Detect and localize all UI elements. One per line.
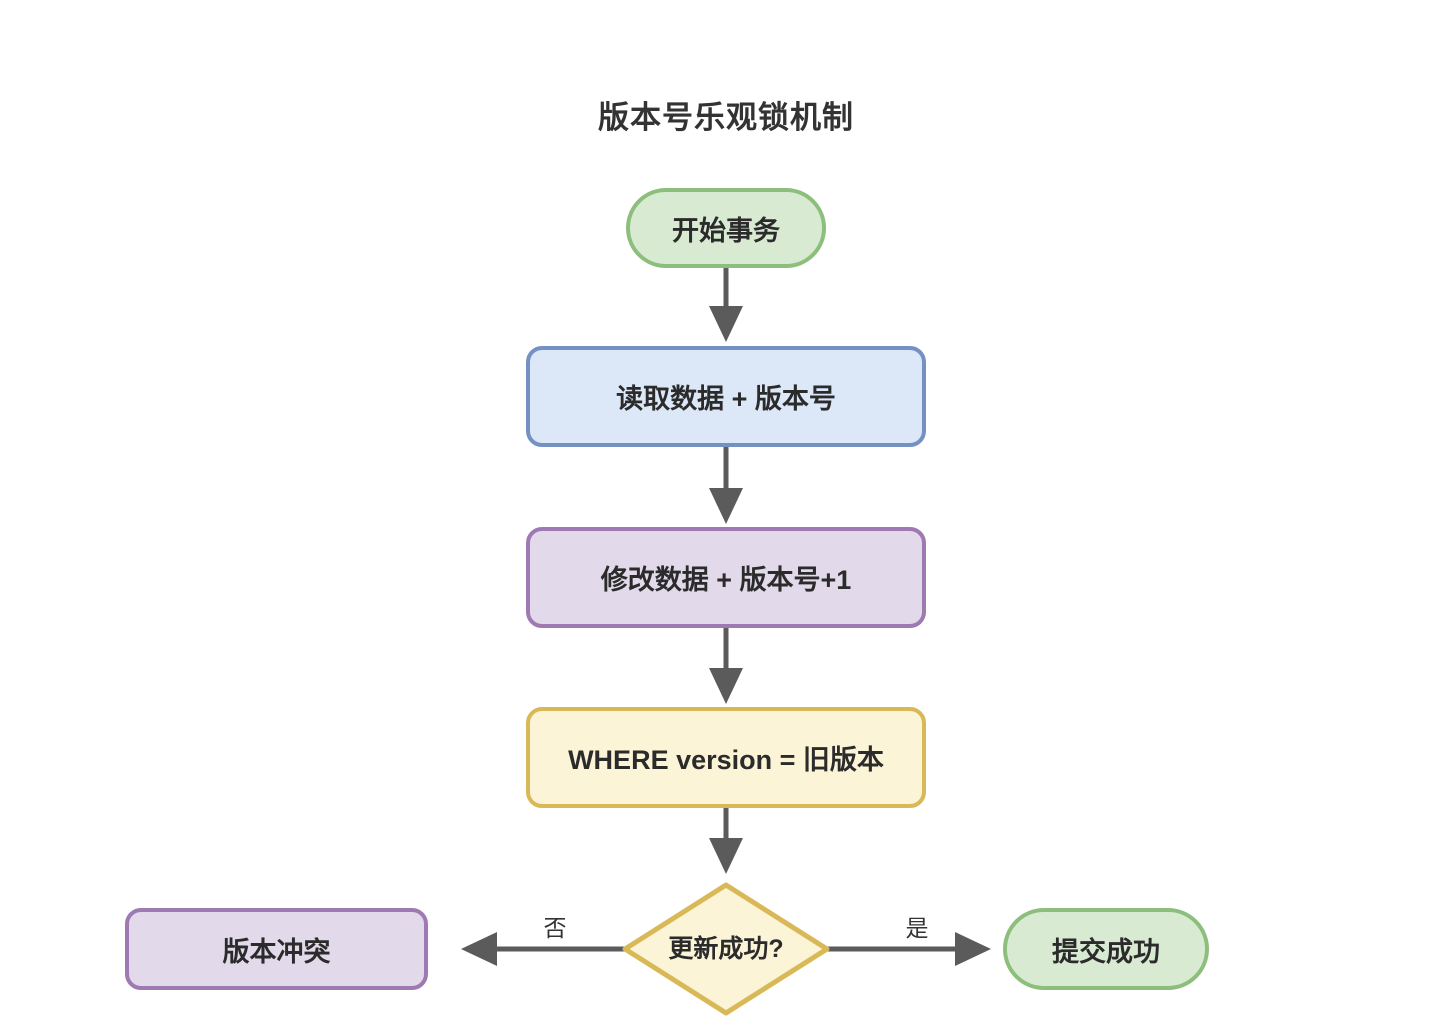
arrowhead-left-icon <box>461 932 497 966</box>
node-where-clause: WHERE version = 旧版本 <box>526 707 926 808</box>
node-commit-success-label: 提交成功 <box>1052 936 1160 967</box>
arrow-heads <box>461 306 991 966</box>
edge-label-yes: 是 <box>905 915 929 941</box>
diagram-title: 版本号乐观锁机制 <box>598 100 854 135</box>
node-read-data-label: 读取数据 + 版本号 <box>616 384 836 414</box>
node-modify-data: 修改数据 + 版本号+1 <box>526 527 926 628</box>
node-decision-label: 更新成功? <box>668 935 784 963</box>
node-read-data: 读取数据 + 版本号 <box>526 346 926 447</box>
arrowhead-down-icon <box>709 488 743 524</box>
node-start: 开始事务 <box>626 188 826 268</box>
arrowhead-right-icon <box>955 932 991 966</box>
node-version-conflict-label: 版本冲突 <box>222 936 331 967</box>
decision-diamond <box>622 882 830 1016</box>
arrowhead-down-icon <box>709 306 743 342</box>
arrow-lines <box>497 268 955 952</box>
node-where-clause-label: WHERE version = 旧版本 <box>568 745 884 775</box>
edge-label-no: 否 <box>543 915 567 941</box>
arrowhead-down-icon <box>709 838 743 874</box>
node-commit-success: 提交成功 <box>1003 908 1209 990</box>
node-modify-data-label: 修改数据 + 版本号+1 <box>600 565 852 595</box>
arrowhead-down-icon <box>709 668 743 704</box>
node-start-label: 开始事务 <box>672 215 780 246</box>
node-version-conflict: 版本冲突 <box>125 908 428 990</box>
